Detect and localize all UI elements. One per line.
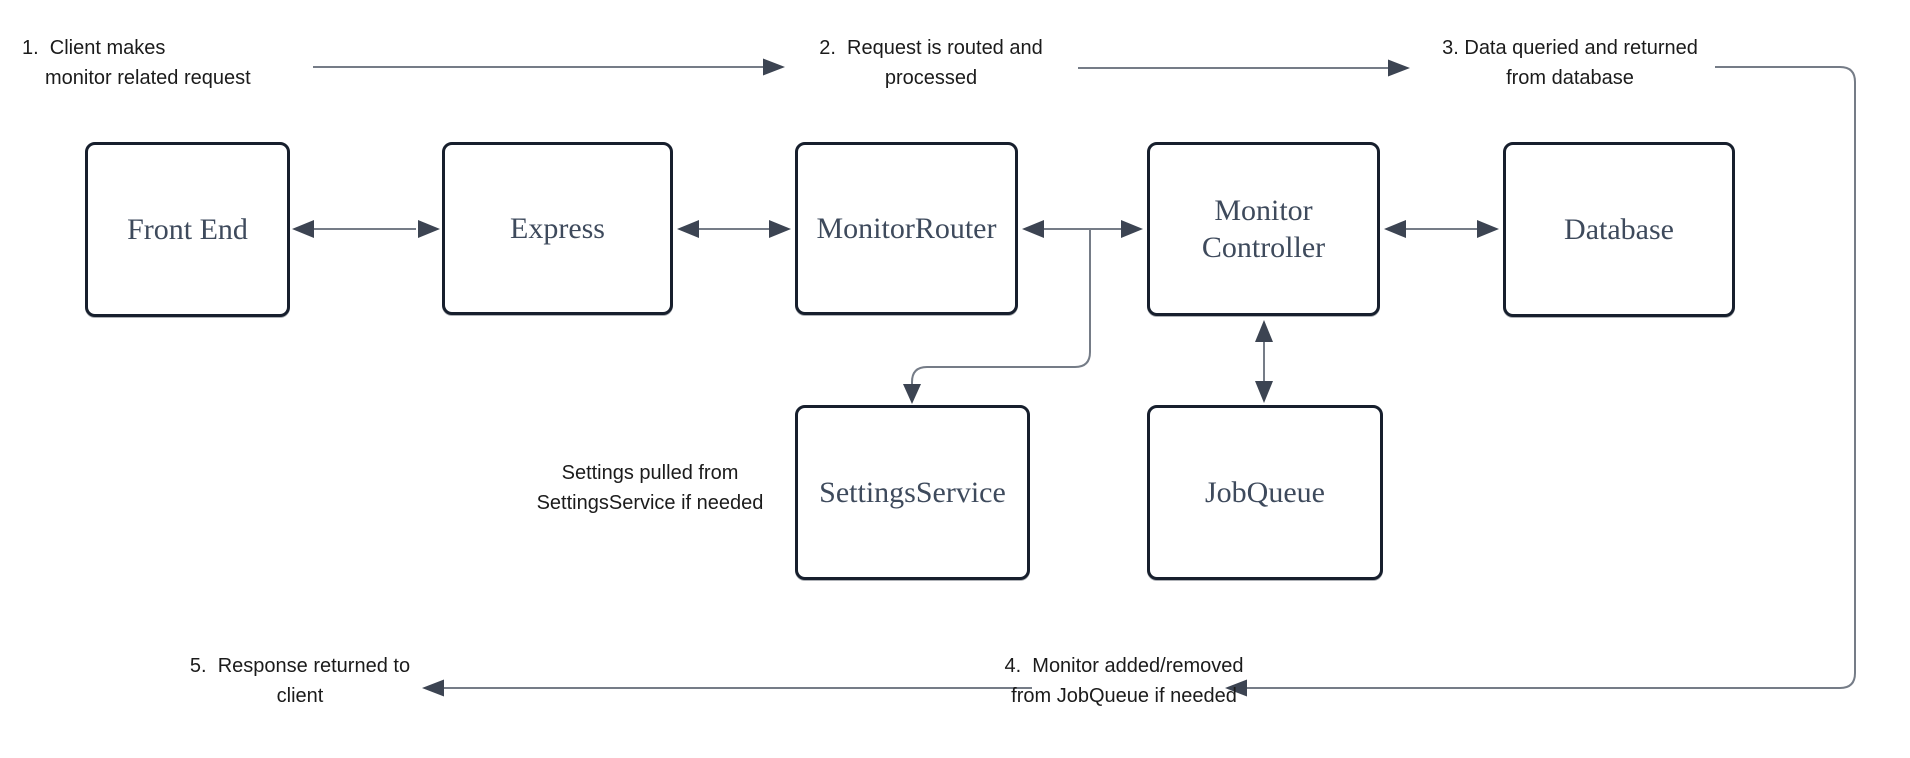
arrow-step3-step4-loop [1225, 66, 1856, 697]
left-arrowhead-icon [422, 679, 444, 697]
node-job-queue: JobQueue [1147, 405, 1383, 580]
node-label: Monitor Controller [1201, 193, 1326, 265]
annotation-line: Settings pulled from [561, 462, 739, 484]
annotation-line: 4. Monitor added/removed [1004, 655, 1244, 677]
annotation-line: 1. Client makes [22, 37, 166, 59]
up-arrowhead-icon [1255, 320, 1273, 342]
node-settings-service: SettingsService [795, 405, 1030, 580]
annotation-line: from JobQueue if needed [1011, 685, 1237, 707]
arrow-shaft [1247, 66, 1856, 689]
arrow-shaft [911, 230, 1091, 385]
down-arrowhead-icon [1255, 381, 1273, 403]
node-monitor-router: MonitorRouter [795, 142, 1018, 315]
right-arrowhead-icon [769, 220, 791, 238]
annotation-line: 2. Request is routed and [819, 37, 1043, 59]
annotation-line: 5. Response returned to [189, 655, 411, 677]
connector-monitorcontroller-database [1384, 220, 1499, 238]
right-arrowhead-icon [1388, 59, 1410, 77]
arrow-step2-step3 [1078, 59, 1410, 77]
annotation-step-4: 4. Monitor added/removed from JobQueue i… [1004, 651, 1243, 711]
annotation-line: from database [1506, 67, 1634, 89]
arrow-step4-step5 [422, 679, 1032, 697]
node-database: Database [1503, 142, 1735, 317]
node-label: Express [510, 211, 605, 245]
node-label: JobQueue [1205, 475, 1325, 509]
annotation-line: 3. Data queried and returned [1442, 37, 1698, 59]
right-arrowhead-icon [763, 58, 785, 76]
node-express: Express [442, 142, 673, 315]
node-label: Front End [127, 212, 248, 246]
connector-monitorrouter-settingsservice [903, 230, 1091, 404]
right-arrowhead-icon [1121, 220, 1143, 238]
node-label: SettingsService [819, 475, 1006, 509]
node-label: Database [1564, 212, 1674, 246]
left-arrowhead-icon [292, 220, 314, 238]
connector-frontend-express [292, 220, 440, 238]
left-arrowhead-icon [1384, 220, 1406, 238]
arrow-step1-step2 [313, 58, 785, 76]
connector-monitorrouter-monitorcontroller [1022, 220, 1143, 238]
left-arrowhead-icon [677, 220, 699, 238]
annotation-step-2: 2. Request is routed and processed [819, 33, 1042, 93]
annotation-line: SettingsService if needed [536, 492, 764, 514]
left-arrowhead-icon [1022, 220, 1044, 238]
annotation-settings-note: Settings pulled from SettingsService if … [537, 458, 764, 518]
connector-express-monitorrouter [677, 220, 791, 238]
annotation-line: client [276, 685, 324, 707]
node-label: MonitorRouter [816, 211, 997, 245]
right-arrowhead-icon [418, 220, 440, 238]
annotation-line: processed [884, 67, 978, 89]
right-arrowhead-icon [1477, 220, 1499, 238]
connector-monitorcontroller-jobqueue [1255, 320, 1273, 403]
node-monitor-controller: Monitor Controller [1147, 142, 1380, 316]
annotation-step-5: 5. Response returned to client [190, 651, 410, 711]
down-arrowhead-icon [903, 384, 921, 404]
node-front-end: Front End [85, 142, 290, 317]
annotation-step-1: 1. Client makes monitor related request [22, 33, 251, 93]
left-arrowhead-icon [1225, 679, 1247, 697]
annotation-step-3: 3. Data queried and returned from databa… [1442, 33, 1698, 93]
annotation-line: monitor related request [45, 67, 251, 89]
